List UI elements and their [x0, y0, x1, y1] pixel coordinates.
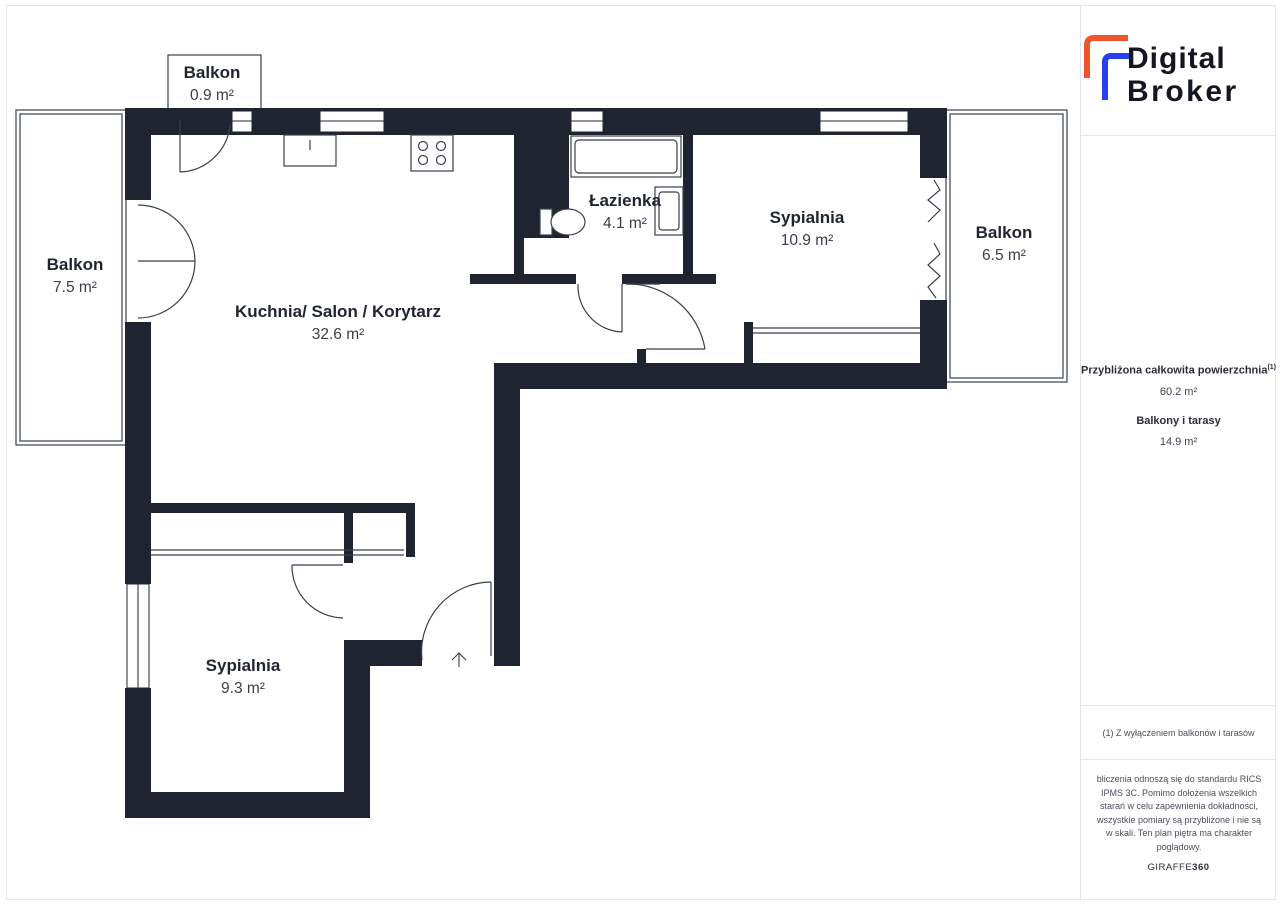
toilet-bowl	[550, 208, 586, 236]
brand-logo: Digital Broker	[1081, 5, 1276, 136]
brand-mark-icon	[1084, 35, 1130, 100]
room-kuchnia-name: Kuchnia/ Salon / Korytarz	[235, 302, 441, 321]
wall-left-upper	[125, 108, 151, 200]
kitchen-cooktop	[410, 134, 454, 172]
area-summary: Przybliżona całkowita powierzchnia(1) 60…	[1081, 360, 1276, 449]
room-kuchnia-area: 32.6 m²	[312, 326, 365, 343]
balconies-value: 14.9 m²	[1159, 435, 1198, 448]
total-area-value: 60.2 m²	[1159, 385, 1198, 398]
room-balkon-top-area: 0.9 m²	[190, 87, 234, 104]
brand-line1: Digital	[1127, 42, 1226, 75]
room-lazienka-name: Łazienka	[589, 191, 661, 210]
room-sypialnia2-area: 9.3 m²	[221, 680, 265, 697]
entrance-arrow-icon	[451, 652, 467, 667]
toilet-tank	[539, 208, 553, 236]
fixtures	[283, 134, 684, 236]
wall-corridor-right	[494, 363, 520, 666]
wall-bottom	[125, 792, 370, 818]
wall-bath-bottom-left	[470, 274, 576, 284]
brand-line2: Broker	[1127, 75, 1239, 108]
room-balkon-left-area: 7.5 m²	[53, 279, 97, 296]
floor-plan: Balkon 0.9 m² Balkon 7.5 m² Kuchnia/ Sal…	[15, 54, 1068, 818]
wall-stub-a	[637, 349, 646, 365]
wall-bath-bottom-right	[622, 274, 716, 284]
kitchen-sink	[283, 134, 337, 167]
doors	[137, 120, 941, 661]
balconies-label: Balkony i tarasy	[1136, 414, 1221, 427]
wall-closet-right	[406, 503, 415, 557]
total-area-label: Przybliżona całkowita powierzchnia(1)	[1081, 364, 1276, 377]
wall-right-lower	[920, 300, 947, 389]
walls	[125, 108, 947, 818]
giraffe-credit: GIRAFFE360	[1147, 862, 1210, 873]
balcony-right-outline	[945, 109, 1068, 383]
disclaimer: bliczenia odnoszą się do standardu RICS …	[1096, 774, 1262, 852]
wall-closet-mid	[344, 513, 353, 563]
wall-bath-right	[683, 135, 693, 275]
wall-bath-left-thin	[514, 108, 524, 274]
wall-right-upper	[920, 108, 947, 178]
room-balkon-left-name: Balkon	[47, 255, 104, 274]
windows	[126, 110, 909, 689]
room-sypialnia1-name: Sypialnia	[770, 208, 845, 227]
wall-bedroom2-right	[344, 640, 370, 818]
room-balkon-right-area: 6.5 m²	[982, 247, 1026, 264]
room-sypialnia2-name: Sypialnia	[206, 656, 281, 675]
footnote: (1) Z wyłączeniem balkonów i tarasów	[1081, 705, 1276, 760]
balcony-left-outline	[15, 109, 127, 446]
room-lazienka-area: 4.1 m²	[603, 215, 647, 232]
wall-mid-horizontal	[494, 363, 947, 389]
room-sypialnia1-area: 10.9 m²	[781, 232, 834, 249]
wall-stub-b	[744, 322, 753, 365]
room-balkon-top-name: Balkon	[184, 63, 241, 82]
room-balkon-right-name: Balkon	[976, 223, 1033, 242]
wall-entry-left	[344, 640, 422, 666]
wall-left-mid	[125, 322, 151, 584]
balcony-left-inner	[19, 113, 123, 442]
sidebar: Digital Broker Przybliżona całkowita pow…	[1080, 5, 1276, 900]
balcony-right-inner	[949, 113, 1064, 379]
page-frame	[6, 5, 1276, 900]
wall-bedroom2-top	[151, 503, 415, 513]
